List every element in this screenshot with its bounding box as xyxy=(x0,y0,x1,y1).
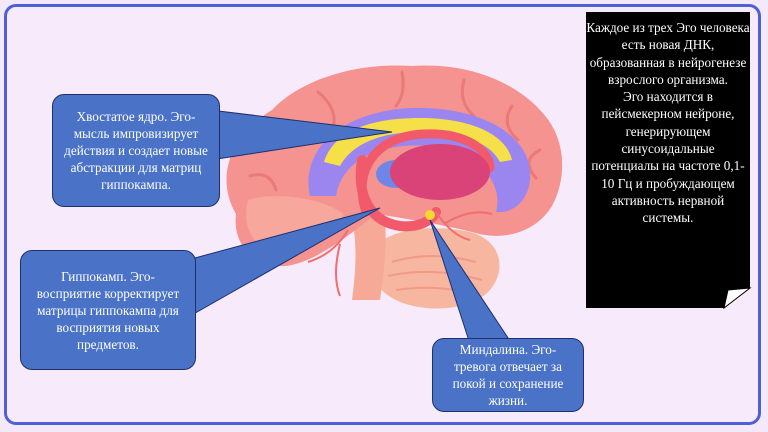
caudate-callout-text: Хвостатое ядро. Эго-мысль импровизирует … xyxy=(64,109,208,192)
note-box xyxy=(586,12,750,308)
brainstem xyxy=(350,210,386,300)
hippocampus-callout-text: Гиппокамп. Эго-восприятие корректирует м… xyxy=(36,268,180,352)
thalamus xyxy=(390,144,490,200)
note-text: Каждое из трех Эго человека есть новая Д… xyxy=(586,12,750,308)
note-box-fold xyxy=(723,287,752,310)
amygdala xyxy=(425,210,435,220)
amygdala-callout-text: Миндалина. Эго-тревога отвечает за покой… xyxy=(452,342,564,408)
blood-vessels xyxy=(307,211,493,297)
amygdala-callout: Миндалина. Эго-тревога отвечает за покой… xyxy=(432,338,584,412)
note-part2: Эго находится в пейсмекерном нейроне, ге… xyxy=(591,89,745,226)
note-part1: Каждое из трех Эго человека есть новая Д… xyxy=(586,20,750,87)
caudate-callout: Хвостатое ядро. Эго-мысль импровизирует … xyxy=(52,94,220,207)
hippocampus-callout: Гиппокамп. Эго-восприятие корректирует м… xyxy=(20,250,196,370)
